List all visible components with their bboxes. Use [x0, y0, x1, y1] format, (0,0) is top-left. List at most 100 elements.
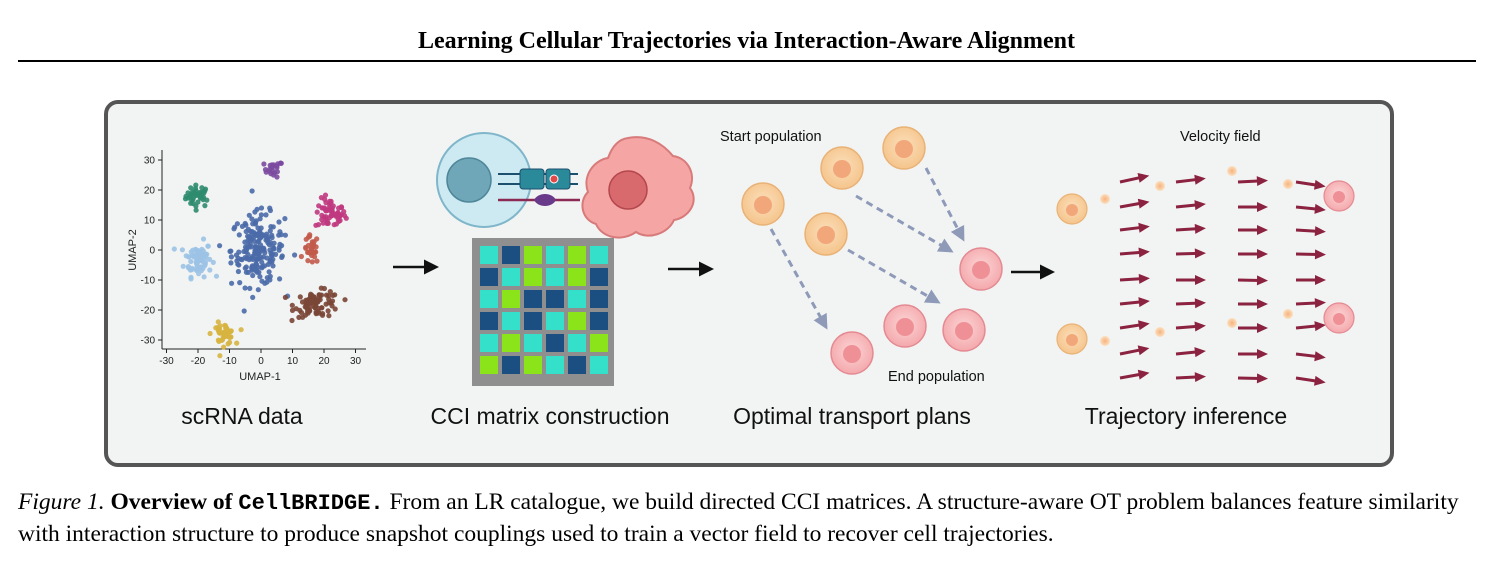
scatter-point	[261, 161, 267, 167]
scatter-point	[282, 216, 288, 222]
figure-caption: Figure 1. Overview of CellBRIDGE. From a…	[18, 487, 1478, 549]
intermediate-cell-icon	[1227, 318, 1237, 328]
velocity-arrowhead	[1138, 320, 1150, 331]
scatter-point	[245, 242, 251, 248]
scatter-point	[259, 245, 265, 251]
scatter-point	[323, 301, 329, 307]
trajectory-cells	[1056, 166, 1355, 355]
scatter-point	[267, 207, 273, 214]
matrix-cell	[590, 246, 608, 264]
velocity-arrow	[1295, 180, 1319, 187]
start-population-cells	[741, 126, 926, 256]
scatter-point	[282, 294, 288, 300]
scatter-point	[314, 209, 320, 215]
stage-label-ot: Optimal transport plans	[733, 403, 971, 429]
velocity-arrowhead	[1257, 202, 1268, 212]
scatter-point	[313, 309, 319, 315]
scatter-point	[263, 212, 269, 218]
title-divider	[18, 60, 1476, 62]
scatter-point	[180, 263, 186, 269]
scatter-point	[267, 166, 273, 172]
scatter-point	[277, 276, 283, 282]
scatter-point	[222, 333, 228, 339]
velocity-arrowhead	[1138, 247, 1150, 258]
y-tick-label: 10	[144, 216, 156, 227]
x-tick-label: 0	[258, 356, 264, 367]
velocity-arrowhead	[1314, 226, 1326, 237]
matrix-cell	[480, 334, 498, 352]
caption-label: Figure 1.	[18, 489, 105, 515]
scatter-point	[329, 298, 336, 304]
scatter-point	[193, 207, 199, 213]
caption-text: From an LR catalogue, we build directed …	[18, 489, 1459, 547]
scatter-point	[202, 203, 208, 209]
scatter-point	[298, 253, 304, 260]
velocity-arrowhead	[1138, 297, 1150, 308]
scatter-point	[190, 189, 196, 195]
velocity-arrowhead	[1257, 323, 1268, 333]
matrix-cell	[502, 246, 520, 264]
scatter-point	[267, 162, 273, 168]
velocity-arrow	[1175, 203, 1199, 209]
matrix-cell	[502, 356, 520, 374]
matrix-cell	[546, 334, 564, 352]
scatter-point	[323, 208, 329, 214]
scatter-point	[262, 250, 268, 256]
velocity-arrowhead	[1138, 273, 1150, 284]
scatter-point	[307, 308, 313, 314]
y-tick-label: 30	[144, 156, 156, 167]
scatter-point	[322, 192, 329, 198]
scatter-point	[309, 259, 315, 265]
matrix-cell	[480, 268, 498, 286]
scatter-point	[309, 239, 315, 245]
scatter-point	[215, 319, 221, 325]
stage-label-trajectory: Trajectory inference	[1085, 403, 1287, 429]
scatter-point	[179, 247, 185, 253]
matrix-cell	[568, 312, 586, 330]
matrix-cell	[568, 356, 586, 374]
scatter-point	[275, 161, 281, 167]
scatter-point	[188, 258, 194, 265]
matrix-cell	[590, 312, 608, 330]
scatter-point	[250, 256, 256, 262]
scatter-point	[298, 310, 305, 316]
velocity-arrowhead	[1194, 372, 1206, 382]
matrix-cell	[590, 268, 608, 286]
scatter-point	[257, 216, 263, 222]
scatter-point	[234, 258, 240, 264]
scatter-point	[200, 236, 207, 242]
y-tick-label: 20	[144, 186, 156, 197]
scatter-point	[279, 253, 285, 259]
scatter-point	[266, 269, 272, 275]
scatter-point	[257, 274, 263, 280]
scatter-point	[292, 252, 298, 258]
y-axis-label: UMAP-2	[127, 229, 139, 271]
scatter-point	[194, 260, 200, 266]
scatter-point	[325, 220, 331, 226]
scatter-point	[266, 242, 272, 248]
intermediate-cell-icon	[1100, 336, 1110, 346]
matrix-cell	[502, 290, 520, 308]
scatter-point	[313, 244, 319, 250]
scatter-point	[321, 214, 327, 220]
scatter-point	[326, 313, 332, 319]
scatter-point	[282, 232, 288, 238]
velocity-arrowhead	[1257, 349, 1268, 359]
scatter-point	[210, 259, 216, 265]
scatter-point	[314, 258, 320, 264]
scatter-point	[250, 221, 256, 227]
scatter-point	[183, 193, 189, 199]
scatter-point	[270, 224, 276, 230]
scatter-point	[229, 280, 235, 286]
velocity-arrow	[1119, 323, 1143, 330]
intermediate-cell-icon	[1155, 181, 1165, 191]
scatter-point	[289, 302, 295, 308]
scatter-point	[303, 244, 309, 250]
transport-arrow	[847, 248, 941, 304]
receiver-nucleus-icon	[608, 170, 648, 210]
matrix-cell	[590, 334, 608, 352]
velocity-arrow	[1119, 250, 1143, 256]
scatter-point	[193, 267, 200, 273]
scatter-point	[325, 308, 331, 314]
